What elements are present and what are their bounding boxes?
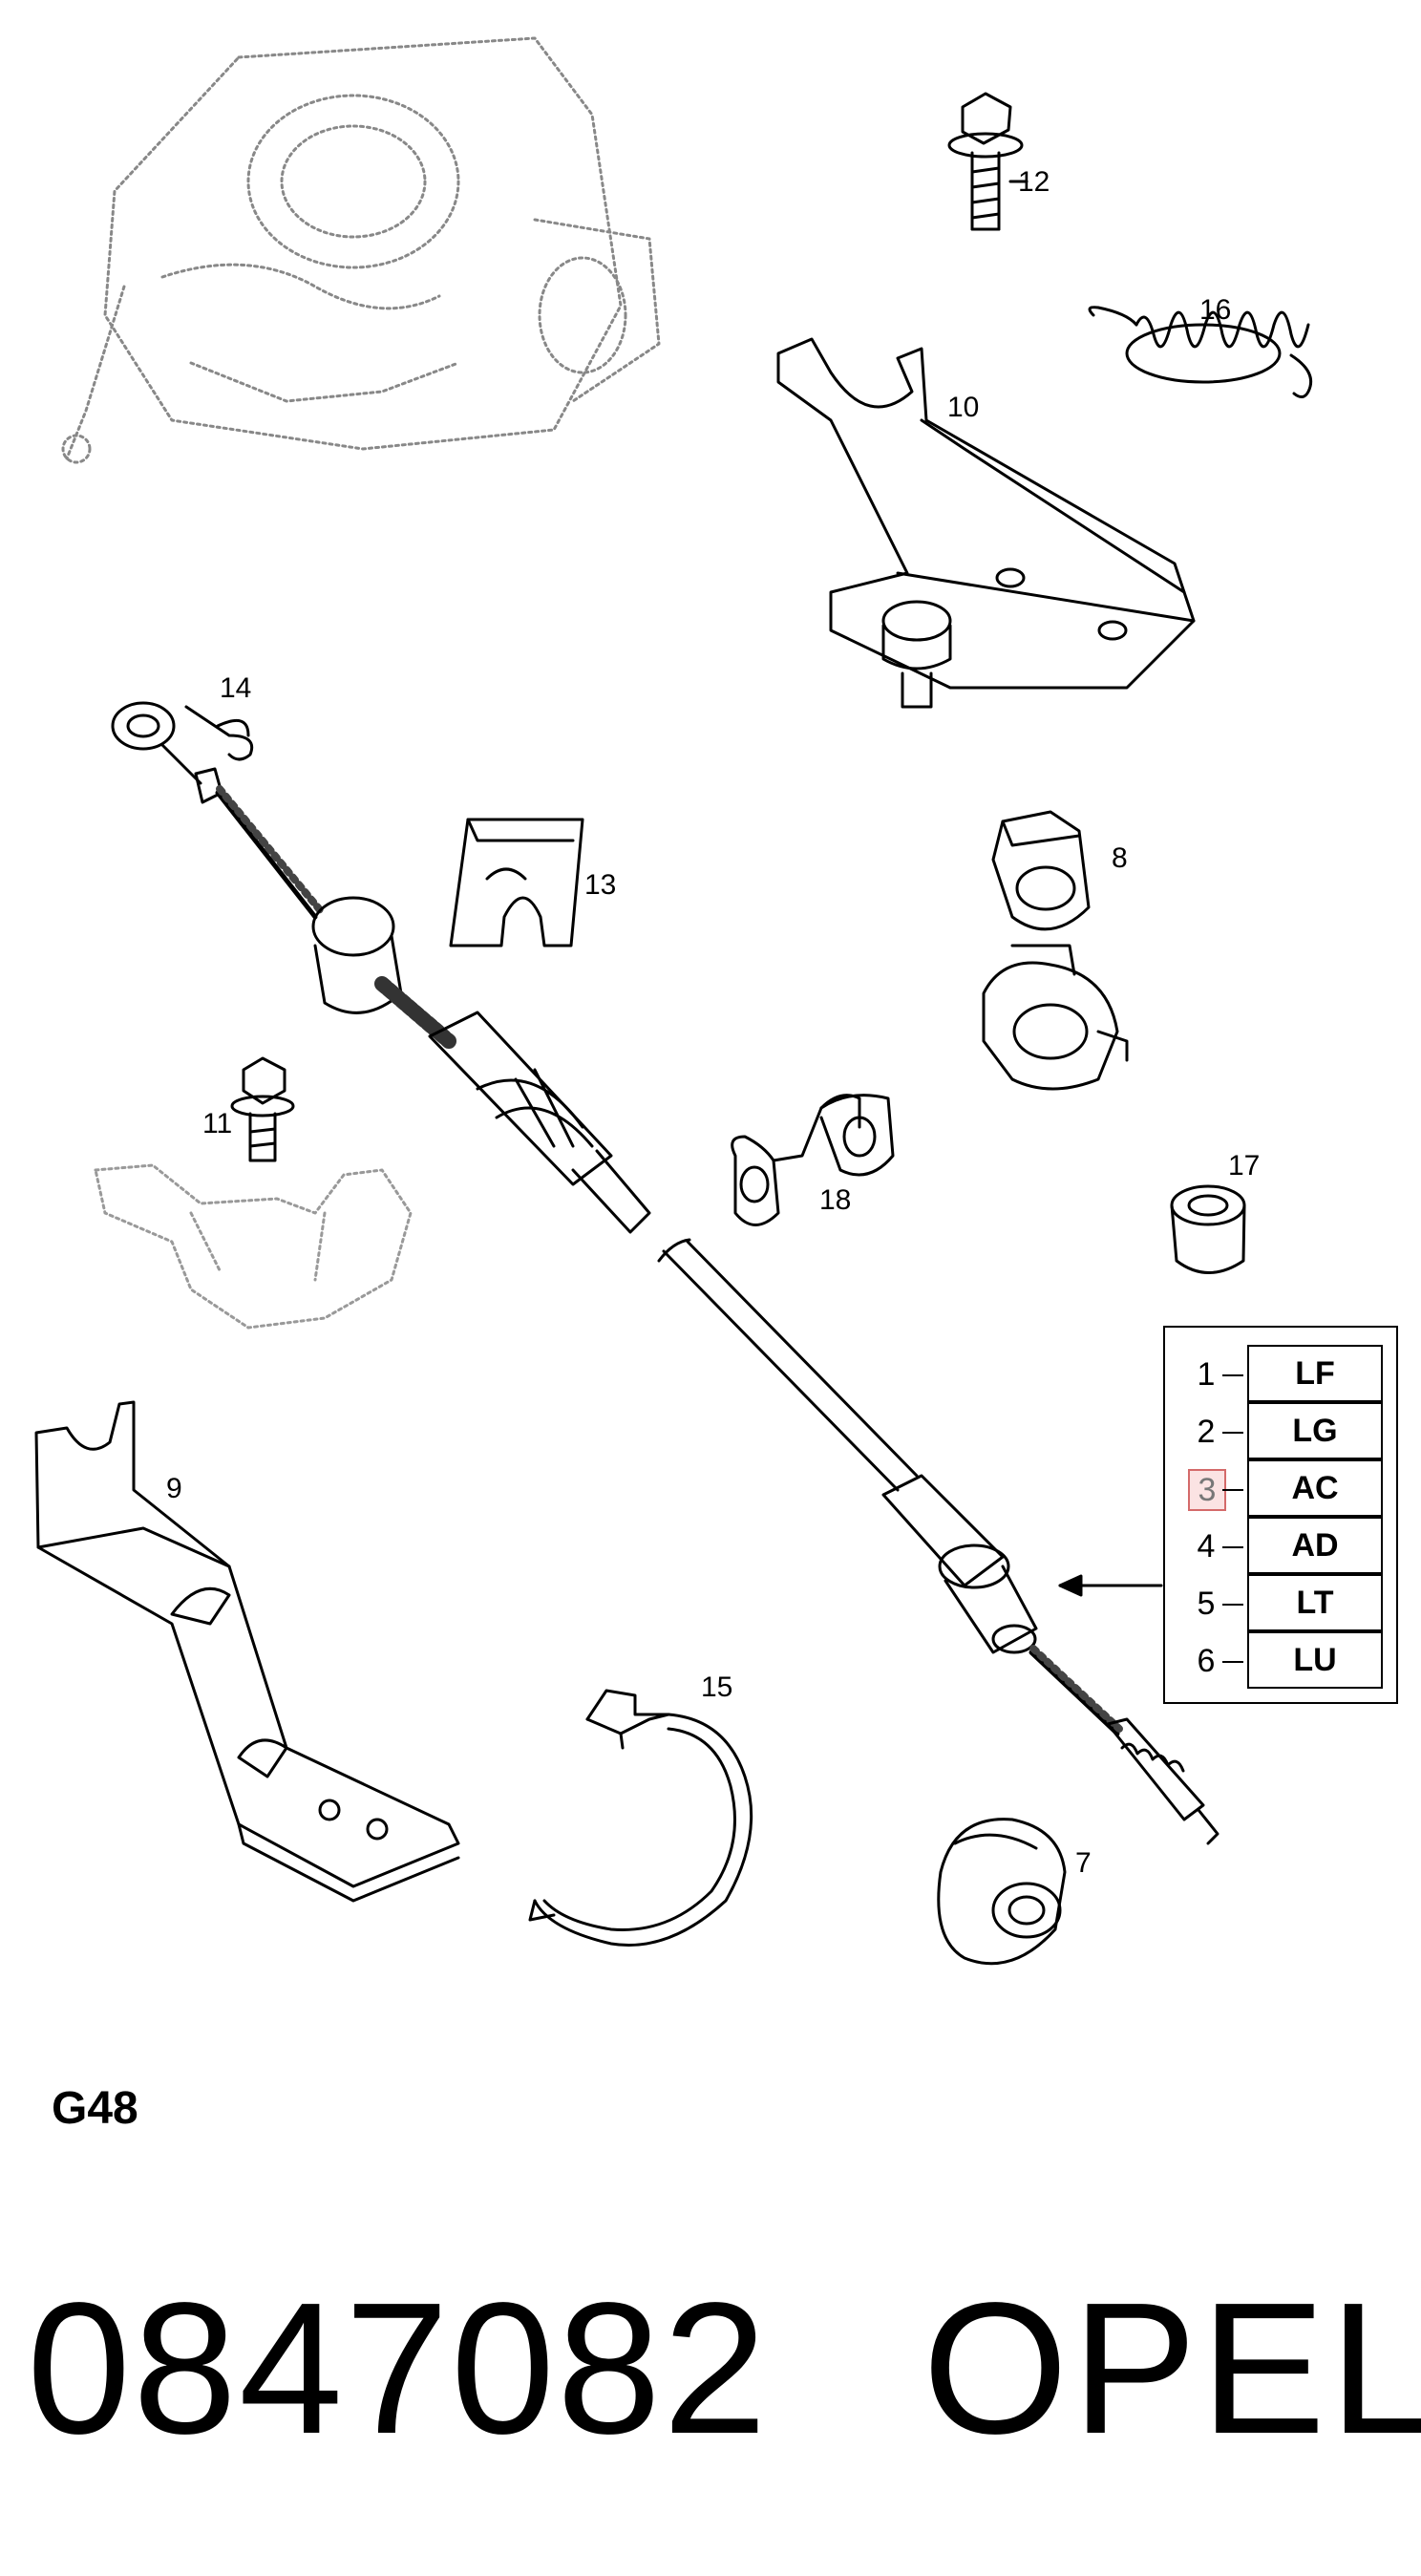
callout-10: 10 (947, 392, 980, 423)
variant-index: 5 (1197, 1586, 1216, 1622)
variant-code: LF (1247, 1345, 1383, 1402)
callout-16: 16 (1199, 294, 1232, 326)
variant-code: AD (1247, 1517, 1383, 1574)
arrow-icon (1058, 1574, 1163, 1597)
variant-row: 5 LT (1165, 1574, 1396, 1631)
spring-16-icon (1088, 306, 1313, 398)
variant-table: 1 LF 2 LG 3 AC 4 AD 5 LT 6 LU (1163, 1326, 1398, 1704)
bolt-11-icon (230, 1056, 295, 1162)
leader-line (1222, 1432, 1243, 1434)
variant-index: 4 (1197, 1528, 1216, 1565)
throttle-body-ghost (61, 36, 661, 464)
leader-line (1222, 1604, 1243, 1606)
variant-index: 1 (1197, 1356, 1216, 1393)
variant-row: 4 AD (1165, 1517, 1396, 1574)
callout-14: 14 (220, 672, 252, 704)
callout-13: 13 (584, 869, 617, 901)
variant-index-highlighted: 3 (1188, 1469, 1226, 1511)
callout-15: 15 (701, 1671, 733, 1703)
grommet-7-icon (937, 1818, 1067, 1966)
callout-7: 7 (1075, 1847, 1092, 1879)
parts-diagram (34, 36, 1313, 1966)
callout-8: 8 (1112, 842, 1128, 874)
callout-9: 9 (166, 1473, 182, 1504)
strap-15-icon (528, 1689, 753, 1948)
leader-line (1222, 1546, 1243, 1548)
variant-code: LU (1247, 1631, 1383, 1689)
clip-18-icon (731, 1094, 895, 1226)
throttle-cable-icon (111, 701, 1220, 1845)
callout-17: 17 (1228, 1150, 1261, 1182)
bolt-12-icon (947, 92, 1029, 231)
clip-8-icon (982, 810, 1129, 1091)
figure-code: G48 (52, 2083, 138, 2134)
callout-12: 12 (1018, 166, 1050, 198)
leader-line (1222, 1661, 1243, 1663)
callout-18: 18 (819, 1184, 852, 1216)
bracket-10-icon (776, 337, 1196, 709)
callout-11: 11 (202, 1108, 233, 1139)
clip-14-icon (184, 705, 254, 761)
bracket-9-icon (34, 1400, 460, 1903)
part-number: 0847082 (27, 2264, 770, 2473)
variant-code: LT (1247, 1574, 1383, 1631)
variant-row: 1 LF (1165, 1345, 1396, 1402)
variant-row: 6 LU (1165, 1631, 1396, 1689)
leader-line (1222, 1374, 1243, 1376)
leader-line (1222, 1489, 1243, 1491)
brand-name: OPEL (923, 2264, 1421, 2473)
variant-code: LG (1247, 1402, 1383, 1459)
variant-row: 2 LG (1165, 1402, 1396, 1459)
variant-index: 2 (1197, 1414, 1216, 1450)
retainer-13-icon (449, 818, 584, 947)
variant-index: 6 (1197, 1643, 1216, 1679)
variant-code: AC (1247, 1459, 1383, 1517)
variant-row-highlighted: 3 AC (1165, 1459, 1396, 1517)
bushing-17-icon (1170, 1184, 1246, 1274)
bracket-ghost (94, 1163, 413, 1330)
